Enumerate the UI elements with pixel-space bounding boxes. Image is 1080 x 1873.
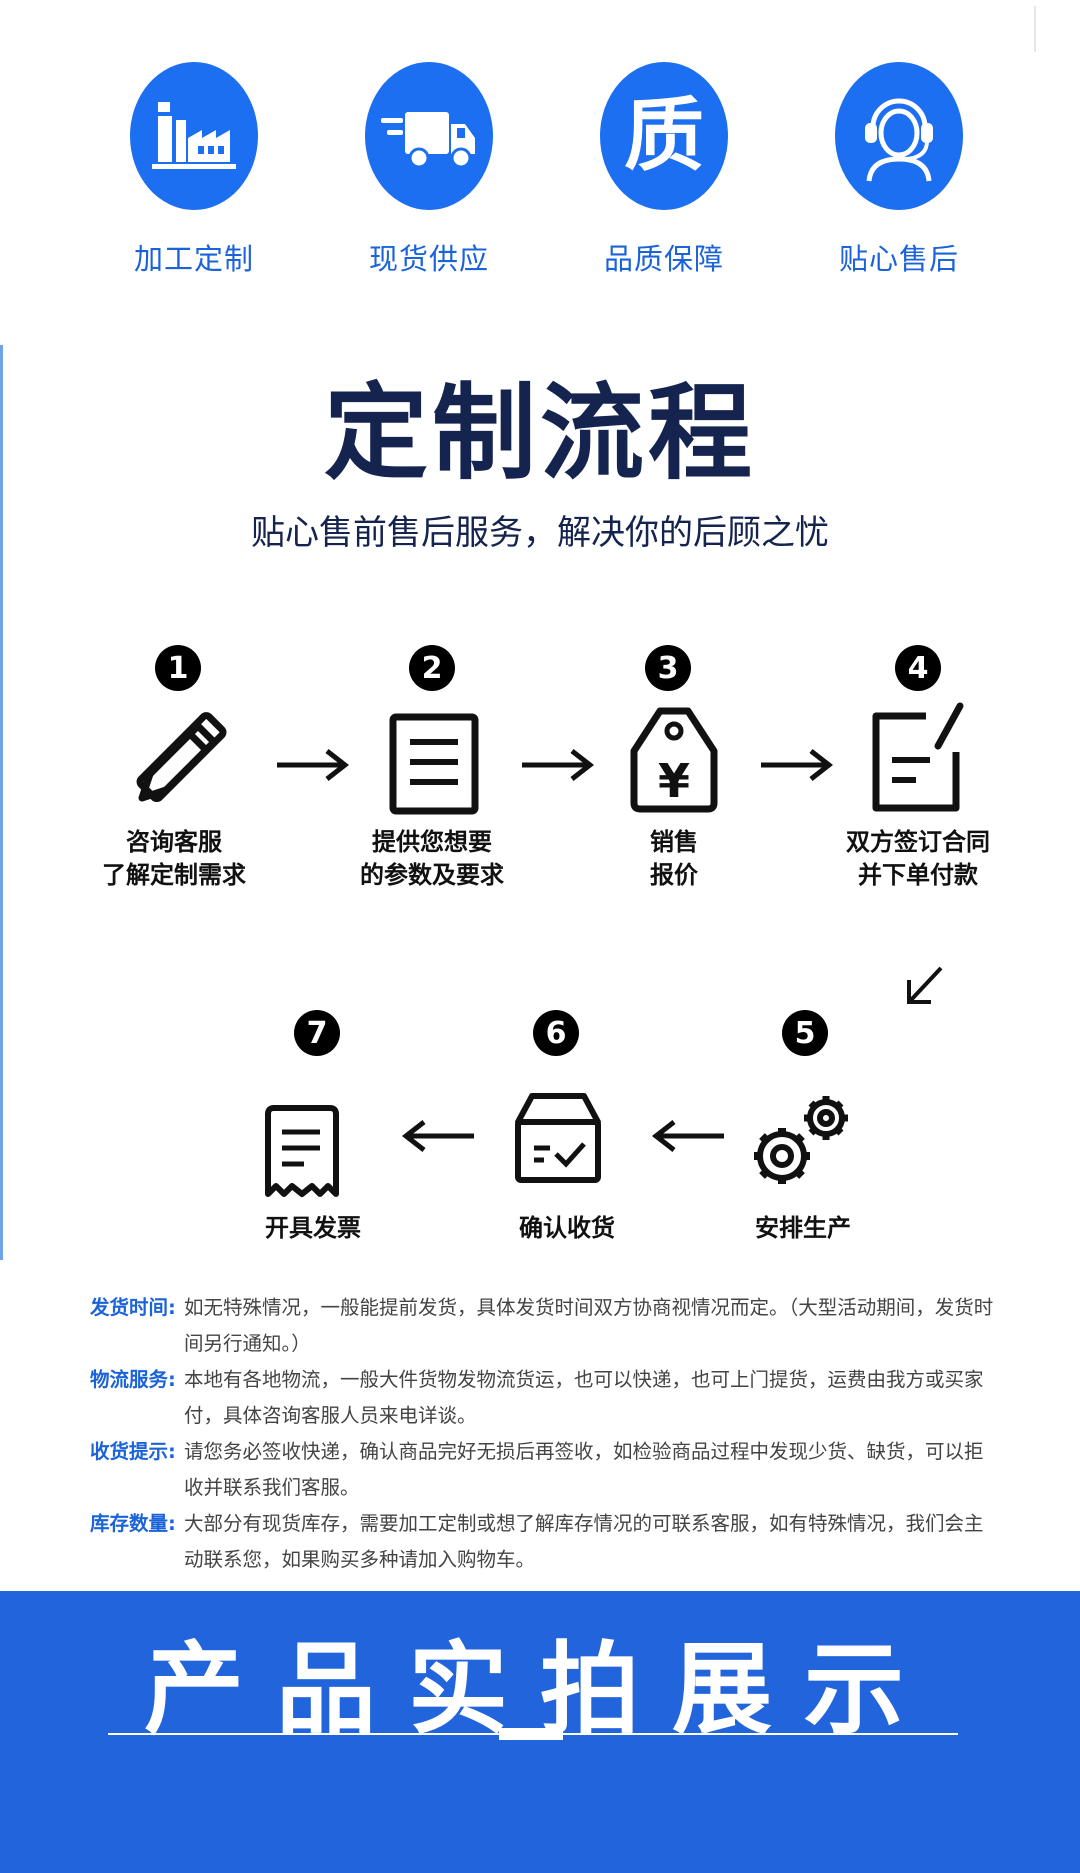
receipt-icon <box>265 1105 339 1197</box>
step-number: 3 <box>645 645 691 691</box>
feature-label: 加工定制 <box>133 242 254 276</box>
process-subtitle: 贴心售前售后服务，解决你的后顾之忧 <box>251 513 829 553</box>
feature-quality-assurance: 质 品质保障 <box>589 62 739 278</box>
note-shipping-time: 发货时间: 如无特殊情况，一般能提前发货，具体发货时间双方协商视情况而定。（大型… <box>90 1296 994 1355</box>
arrow-right-icon <box>761 749 833 781</box>
step-label: 确认收货 <box>519 1214 615 1242</box>
shipping-notes: 发货时间: 如无特殊情况，一般能提前发货，具体发货时间双方协商视情况而定。（大型… <box>90 1290 1000 1578</box>
step-number: 1 <box>155 645 201 691</box>
box-check-icon <box>515 1093 601 1183</box>
step-number: 7 <box>294 1010 340 1056</box>
step-number: 4 <box>895 645 941 691</box>
arrow-left-icon <box>401 1120 474 1152</box>
truck-icon <box>365 62 493 210</box>
process-title: 定制流程 <box>323 372 756 494</box>
step-number: 5 <box>782 1010 828 1056</box>
consult-tools-icon <box>136 712 227 803</box>
feature-in-stock: 现货供应 <box>354 62 504 278</box>
note-logistics: 物流服务: 本地有各地物流，一般大件货物发物流货运，也可以快递，也可上门提货，运… <box>90 1368 984 1427</box>
step-number: 2 <box>409 645 455 691</box>
edge-divider <box>1034 6 1036 52</box>
step-label: 开具发票 <box>265 1214 361 1242</box>
feature-after-sales: 贴心售后 <box>824 62 974 278</box>
arrow-left-icon <box>651 1120 724 1152</box>
left-accent-rule <box>0 345 3 1260</box>
step-label: 提供您想要 的参数及要求 <box>360 828 504 889</box>
step-number: 6 <box>533 1010 579 1056</box>
arrow-right-icon <box>277 749 349 781</box>
note-receiving: 收货提示: 请您务必签收快递，确认商品完好无损后再签收，如检验商品过程中发现少货… <box>90 1440 984 1499</box>
note-stock: 库存数量: 大部分有现货库存，需要加工定制或想了解库存情况的可联系客服，如有特殊… <box>90 1512 984 1571</box>
step-label: 安排生产 <box>755 1214 851 1242</box>
factory-icon <box>130 62 258 210</box>
headset-icon <box>835 62 963 210</box>
arrow-down-left-icon <box>907 966 943 1004</box>
document-icon <box>389 713 479 815</box>
quality-icon: 质 <box>600 62 728 210</box>
arrow-right-icon <box>522 749 594 781</box>
step-label: 销售 报价 <box>650 828 698 889</box>
step-label: 双方签订合同 并下单付款 <box>846 828 990 889</box>
banner-divider-accent <box>499 1728 563 1740</box>
feature-label: 现货供应 <box>368 242 489 276</box>
gears-icon <box>754 1096 848 1184</box>
svg-text:¥: ¥ <box>658 754 690 808</box>
price-tag-yen-icon: ¥ <box>630 707 718 813</box>
feature-label: 品质保障 <box>603 242 724 276</box>
feature-custom-processing: 加工定制 <box>119 62 269 278</box>
step-label: 咨询客服 了解定制需求 <box>102 828 246 889</box>
feature-label: 贴心售后 <box>838 242 959 276</box>
contract-sign-icon <box>872 702 964 812</box>
